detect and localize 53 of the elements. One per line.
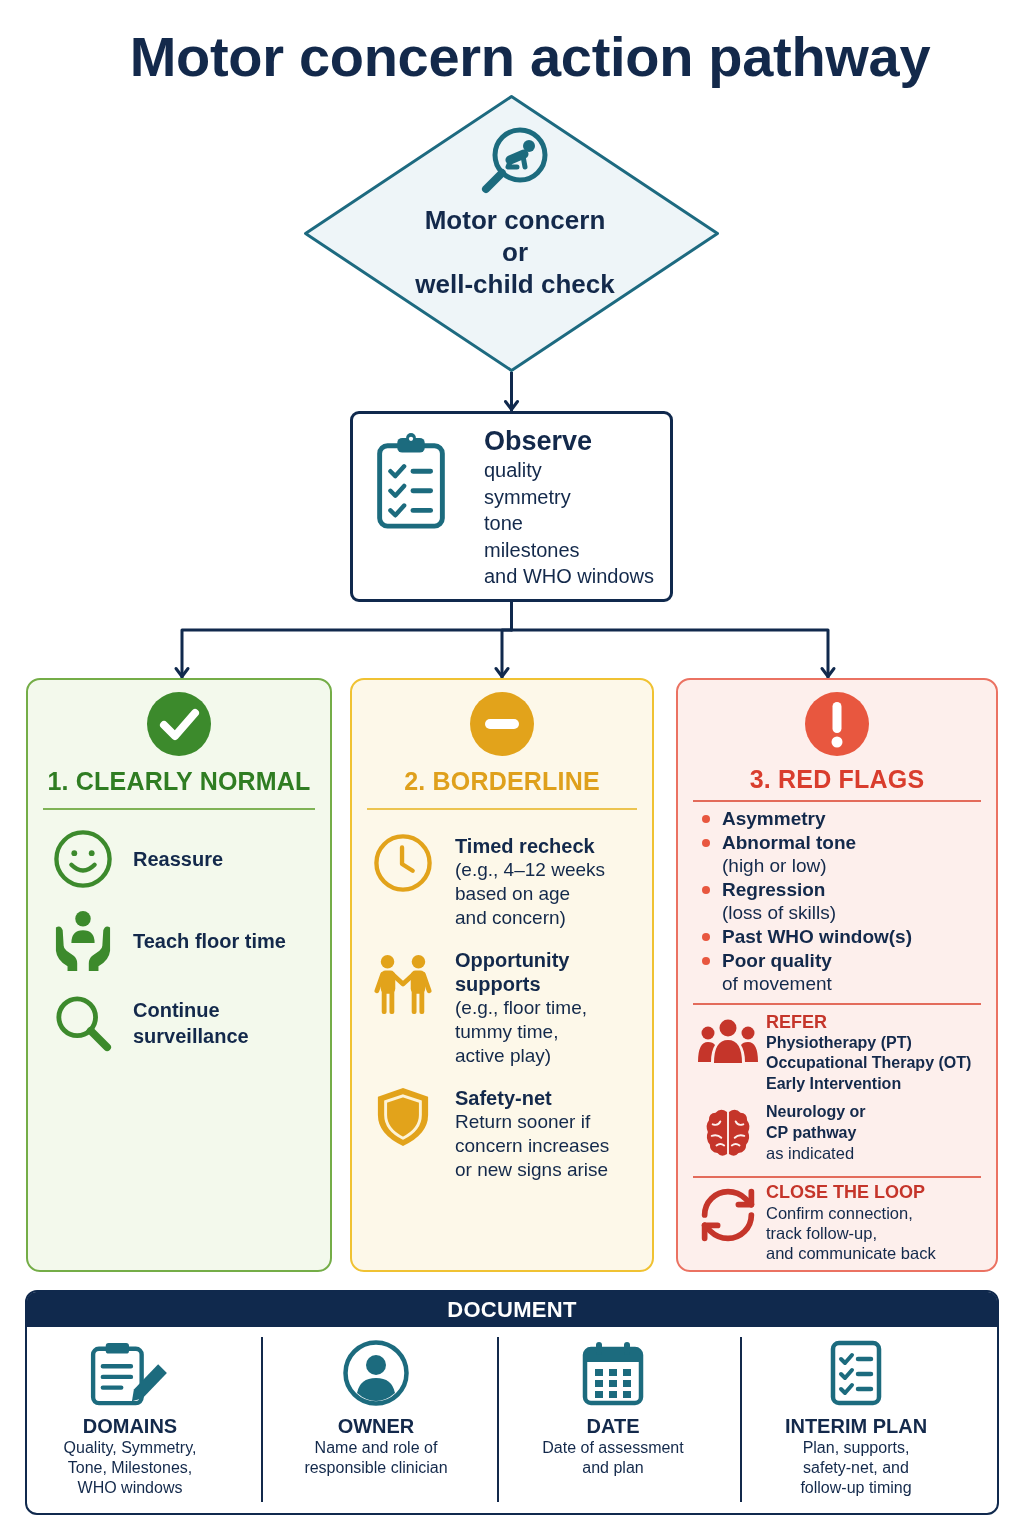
category-panel bbox=[676, 678, 998, 1272]
document-panel bbox=[25, 1290, 999, 1515]
list-item: quality bbox=[484, 458, 542, 483]
field-heading: INTERIM PLAN bbox=[784, 1414, 928, 1438]
flag-detail: of movement bbox=[722, 972, 832, 996]
list-item: and WHO windows bbox=[484, 564, 655, 590]
field-description: Quality, Symmetry, Tone, Milestones, WHO windows bbox=[63, 1438, 197, 1498]
action-label: Teach floor time bbox=[133, 929, 286, 954]
start-diamond bbox=[304, 95, 719, 372]
diamond-label: Motor concern or well-child check bbox=[415, 204, 615, 300]
section-heading: CLOSE THE LOOP bbox=[766, 1181, 925, 1203]
referral-item: Early Intervention bbox=[766, 1074, 902, 1095]
referral-item: Neurology or CP pathway bbox=[766, 1101, 866, 1143]
flag-item: Regression bbox=[722, 877, 826, 902]
referral-detail: as indicated bbox=[766, 1143, 855, 1164]
action-label: Continue surveillance bbox=[133, 998, 249, 1049]
category-panel bbox=[350, 678, 654, 1272]
field-heading: DOMAINS bbox=[82, 1414, 178, 1438]
action-label: Reassure bbox=[133, 847, 224, 872]
action-label: Safety-net bbox=[455, 1086, 552, 1110]
referral-detail: Confirm connection, track follow-up, and communicate back bbox=[766, 1202, 936, 1264]
referral-item: Physiotherapy (PT) bbox=[766, 1032, 912, 1053]
field-description: Date of assessment and plan bbox=[542, 1438, 684, 1478]
category-panel bbox=[26, 678, 332, 1272]
arrow bbox=[504, 372, 519, 411]
section-heading: REFER bbox=[766, 1011, 827, 1033]
field-heading: OWNER bbox=[337, 1414, 415, 1438]
flag-detail: (loss of skills) bbox=[722, 901, 836, 925]
flag-detail: (high or low) bbox=[722, 854, 827, 878]
action-detail: Return sooner if concern increases or new signs arise bbox=[455, 1110, 610, 1182]
panel-heading: 2. BORDERLINE bbox=[404, 766, 600, 796]
action-label: Opportunity supports bbox=[455, 948, 570, 996]
referral-item: Occupational Therapy (OT) bbox=[766, 1053, 972, 1074]
action-label: Timed recheck bbox=[455, 834, 595, 858]
flag-item: Abnormal tone bbox=[722, 830, 857, 855]
field-description: Name and role of responsible clinician bbox=[304, 1438, 448, 1478]
arrow bbox=[510, 602, 836, 678]
list-item: milestones bbox=[484, 537, 580, 563]
panel-heading: 3. RED FLAGS bbox=[749, 764, 925, 794]
field-description: Plan, supports, safety-net, and follow-up timing bbox=[800, 1438, 912, 1498]
box-heading: Observe bbox=[484, 425, 593, 457]
action-detail: (e.g., 4–12 weeks based on age and concern) bbox=[455, 858, 605, 930]
process-box bbox=[350, 411, 673, 602]
page-title: Motor concern action pathway bbox=[129, 24, 931, 90]
flag-item: Past WHO window(s) bbox=[722, 924, 912, 949]
field-heading: DATE bbox=[586, 1414, 640, 1438]
action-detail: (e.g., floor time, tummy time, active play) bbox=[455, 996, 588, 1068]
flag-item: Poor quality bbox=[722, 948, 832, 973]
list-item: symmetry bbox=[484, 484, 571, 510]
flag-item: Asymmetry bbox=[722, 807, 826, 831]
section-header: DOCUMENT bbox=[27, 1292, 997, 1327]
panel-heading: 1. CLEARLY NORMAL bbox=[47, 766, 311, 796]
list-item: tone bbox=[484, 511, 523, 537]
